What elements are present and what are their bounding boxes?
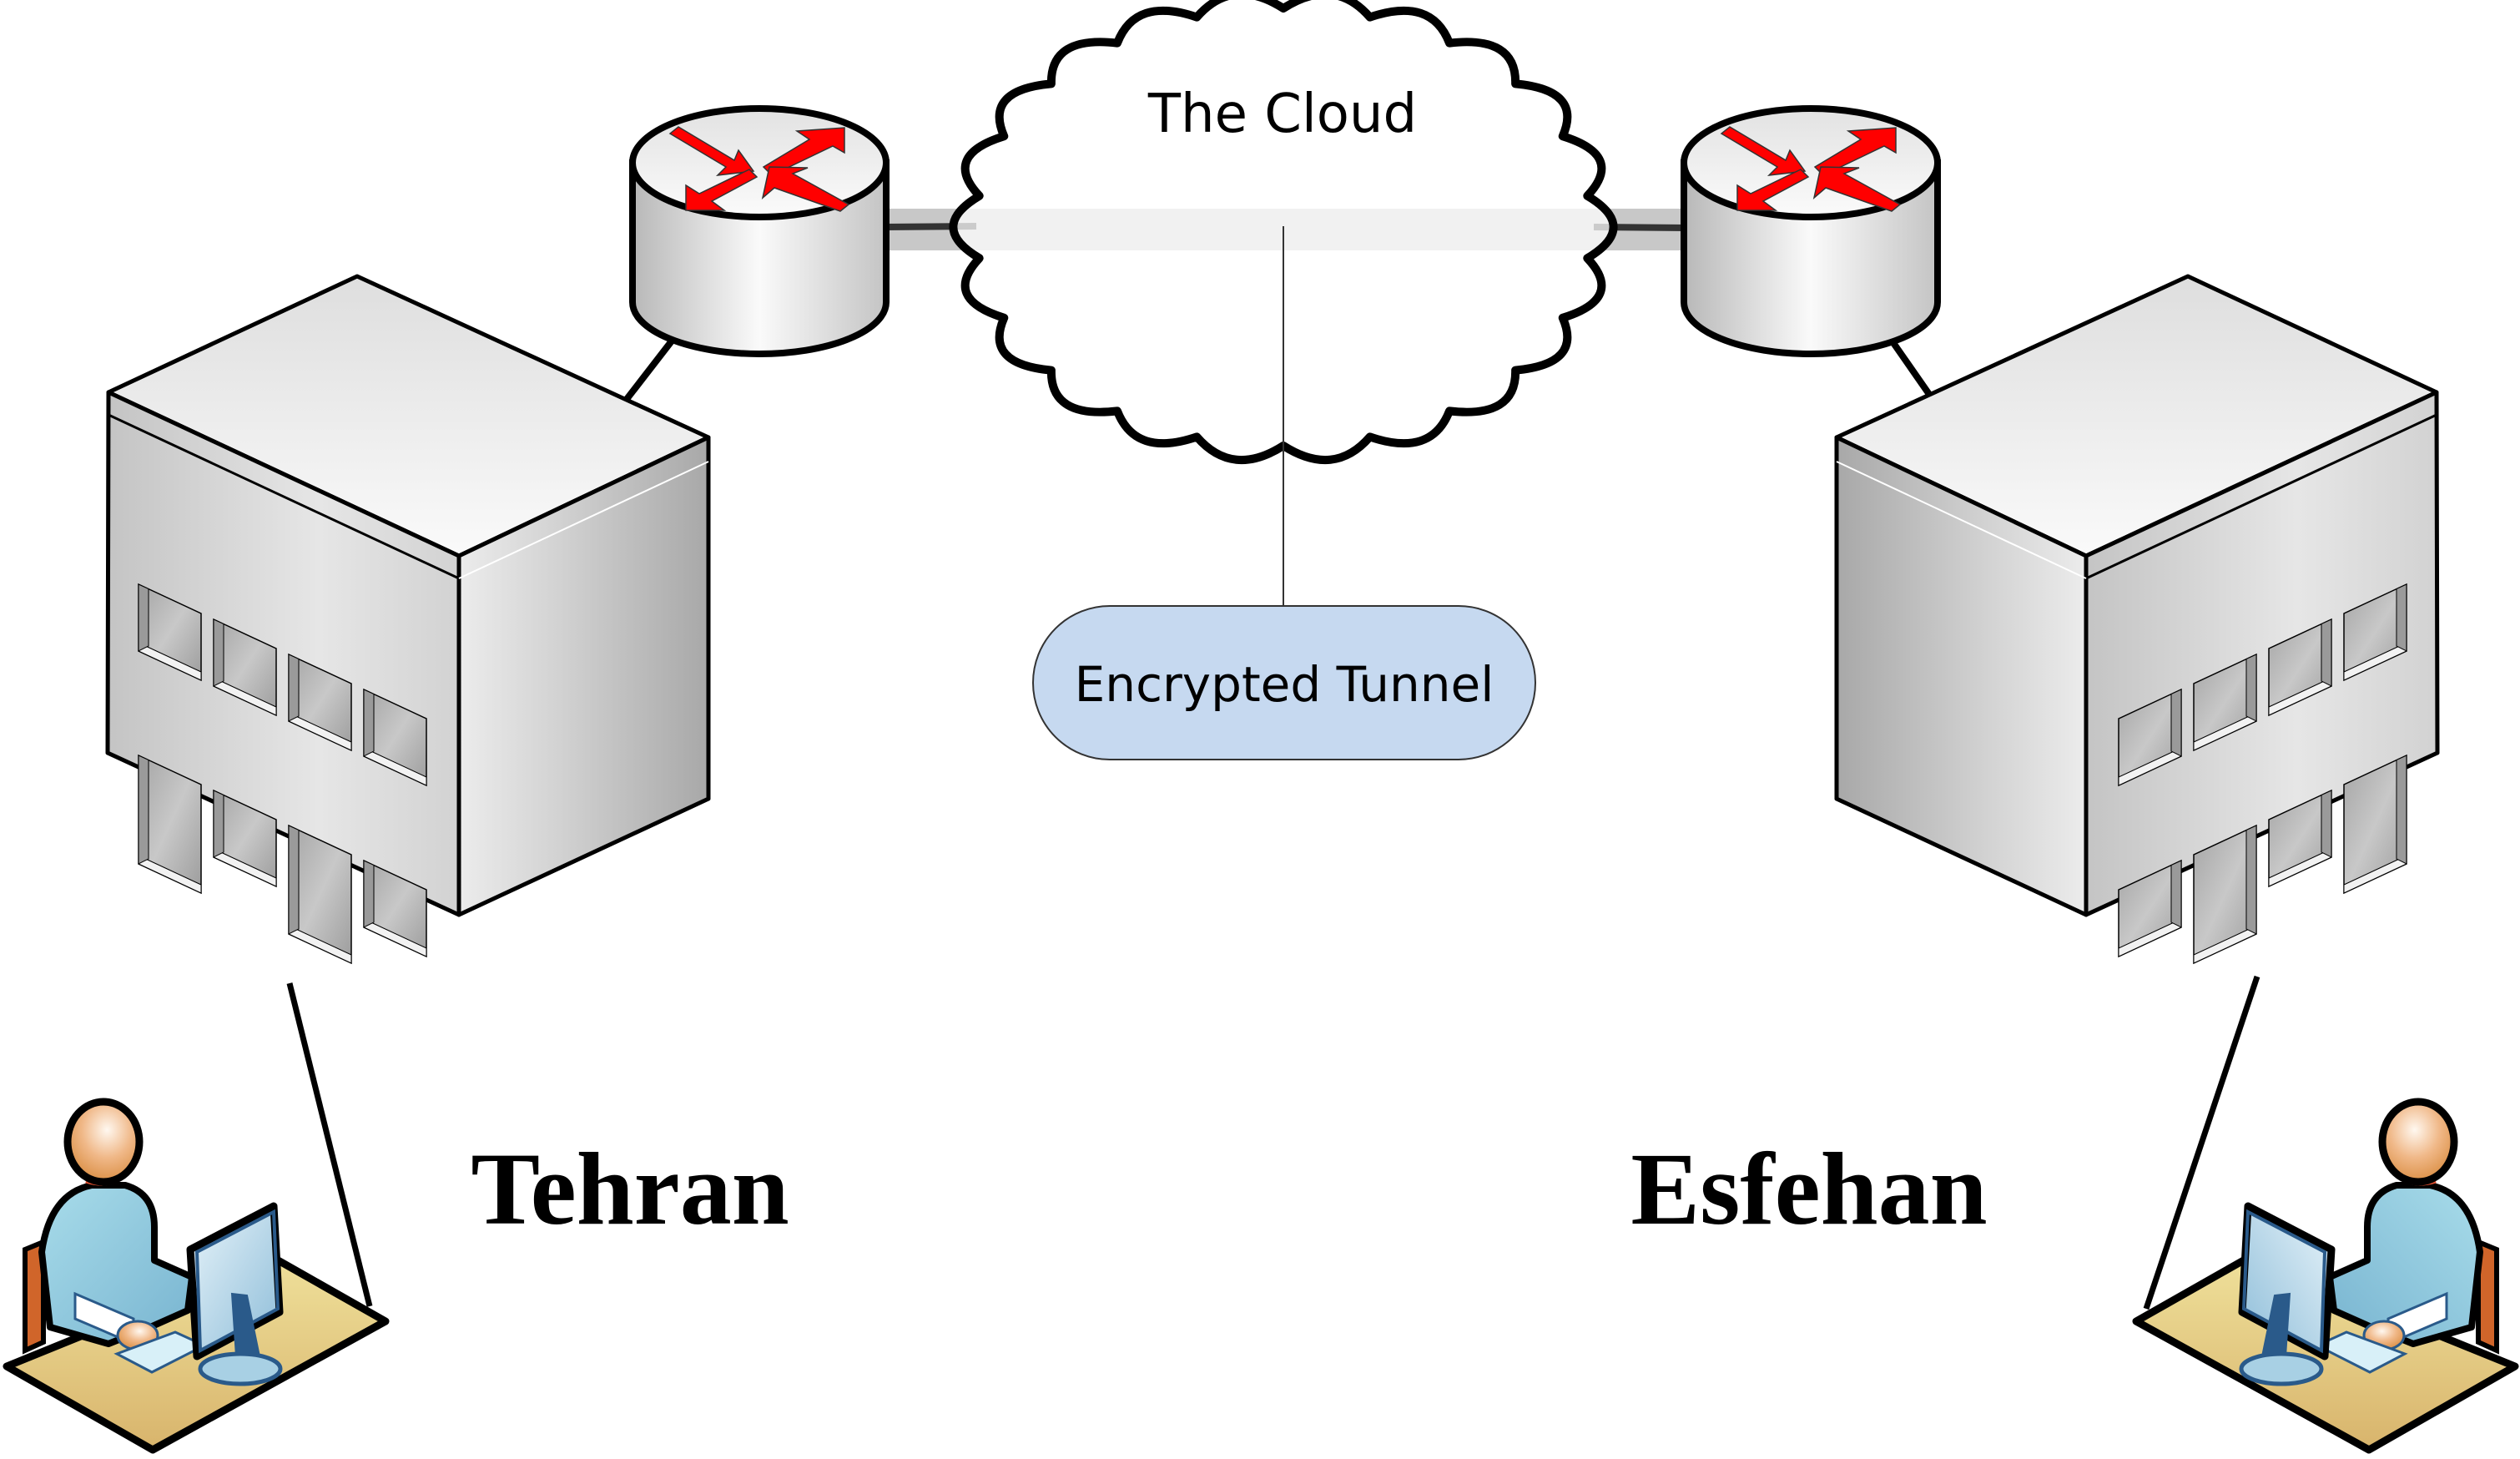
window-jamb [288, 825, 300, 935]
workstation-esfehan [2132, 1098, 2519, 1454]
window-jamb [2245, 654, 2257, 722]
window-jamb [2321, 790, 2332, 858]
tunnel-pill [1032, 605, 1536, 760]
monitor-base [198, 1351, 283, 1386]
window-jamb [213, 618, 224, 687]
arrow-icon [1736, 169, 1810, 211]
building-parapet [108, 413, 460, 580]
building-parapet [2085, 413, 2437, 580]
window-jamb [2396, 583, 2407, 652]
window-jamb [213, 790, 224, 858]
window-jamb [138, 755, 149, 865]
user-head [2378, 1098, 2458, 1186]
building-tehran [105, 274, 711, 965]
arrow-icon [761, 166, 850, 212]
router-top [1681, 105, 1941, 220]
window-jamb [2245, 825, 2257, 935]
workstation-tehran [3, 1098, 390, 1454]
router-top [629, 105, 890, 220]
router-arrows-icon [668, 126, 850, 212]
site-label-tehran: Tehran [471, 1132, 789, 1246]
building-esfehan [1834, 274, 2440, 965]
chair [2476, 1238, 2499, 1355]
tunnel-label: Encrypted Tunnel [1075, 656, 1494, 713]
arrow-icon [1720, 126, 1807, 176]
router-arrows-icon [1720, 126, 1902, 212]
window-jamb [2170, 860, 2182, 928]
window-jamb [288, 654, 300, 722]
link-building-workstation-tehran [286, 982, 373, 1307]
chair [23, 1238, 46, 1355]
building-side-wall [1834, 435, 2089, 917]
building-side-wall [456, 435, 711, 917]
router-esfehan [1681, 105, 1941, 357]
arrow-icon [668, 126, 755, 176]
monitor-bezel [2241, 1209, 2327, 1354]
arrow-icon [1812, 166, 1902, 212]
cloud-label: The Cloud [1147, 83, 1417, 145]
window-jamb [2396, 755, 2407, 865]
user-head [63, 1098, 144, 1186]
monitor-base [2239, 1351, 2324, 1386]
site-label-esfehan: Esfehan [1630, 1132, 1987, 1246]
link-building-workstation-esfehan [2143, 975, 2260, 1310]
window-jamb [2321, 618, 2332, 687]
arrow-icon [685, 169, 759, 211]
building-parapet-highlight [1836, 461, 2087, 579]
monitor-bezel [194, 1209, 280, 1354]
window-jamb [138, 583, 149, 652]
router-tehran [629, 105, 890, 357]
window-jamb [363, 860, 375, 928]
building-parapet-highlight [458, 461, 709, 579]
tunnel-label-box: Encrypted Tunnel [1032, 605, 1536, 760]
window-jamb [363, 689, 375, 757]
window-jamb [2170, 689, 2182, 757]
